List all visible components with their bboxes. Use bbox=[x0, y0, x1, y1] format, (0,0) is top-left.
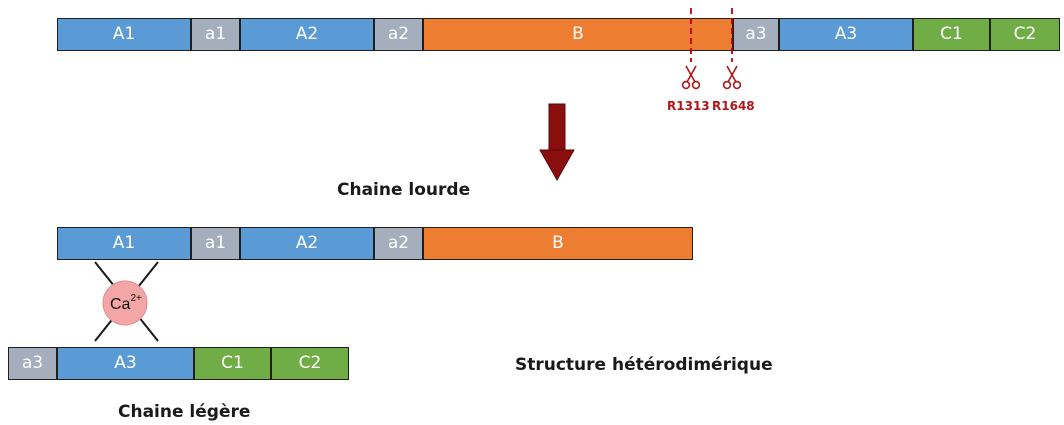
domain-a1-full: A1 bbox=[57, 18, 191, 51]
linker-a3-light: a3 bbox=[8, 347, 57, 380]
domain-a3-light: A3 bbox=[57, 347, 194, 380]
domain-a1-heavy: A1 bbox=[57, 227, 191, 260]
linker-a2-heavy: a2 bbox=[374, 227, 423, 260]
linker-a2-full: a2 bbox=[374, 18, 423, 51]
scissors-icon bbox=[722, 65, 742, 90]
cleavage-site-r1648: R1648 bbox=[712, 99, 755, 113]
heavy-chain-title: Chaine lourde bbox=[337, 180, 471, 200]
domain-c1-light: C1 bbox=[194, 347, 271, 380]
domain-b-full: B bbox=[423, 18, 733, 51]
light-chain-title: Chaine légère bbox=[118, 402, 251, 422]
scissors-icon bbox=[681, 65, 701, 90]
linker-a1-heavy: a1 bbox=[191, 227, 240, 260]
calcium-ion-icon bbox=[102, 280, 148, 326]
linker-a3-full: a3 bbox=[733, 18, 779, 51]
domain-c1-full: C1 bbox=[913, 18, 990, 51]
domain-a2-full: A2 bbox=[240, 18, 374, 51]
cleavage-site-r1313: R1313 bbox=[667, 99, 710, 113]
domain-c2-full: C2 bbox=[990, 18, 1060, 51]
domain-a2-heavy: A2 bbox=[240, 227, 374, 260]
domain-b-heavy: B bbox=[423, 227, 693, 260]
domain-c2-light: C2 bbox=[271, 347, 349, 380]
domain-a3-full: A3 bbox=[779, 18, 913, 51]
structure-label: Structure hétérodimérique bbox=[515, 355, 773, 375]
down-arrow-icon bbox=[539, 103, 575, 182]
calcium-ion-label: Ca2+ bbox=[110, 293, 142, 313]
linker-a1-full: a1 bbox=[191, 18, 240, 51]
